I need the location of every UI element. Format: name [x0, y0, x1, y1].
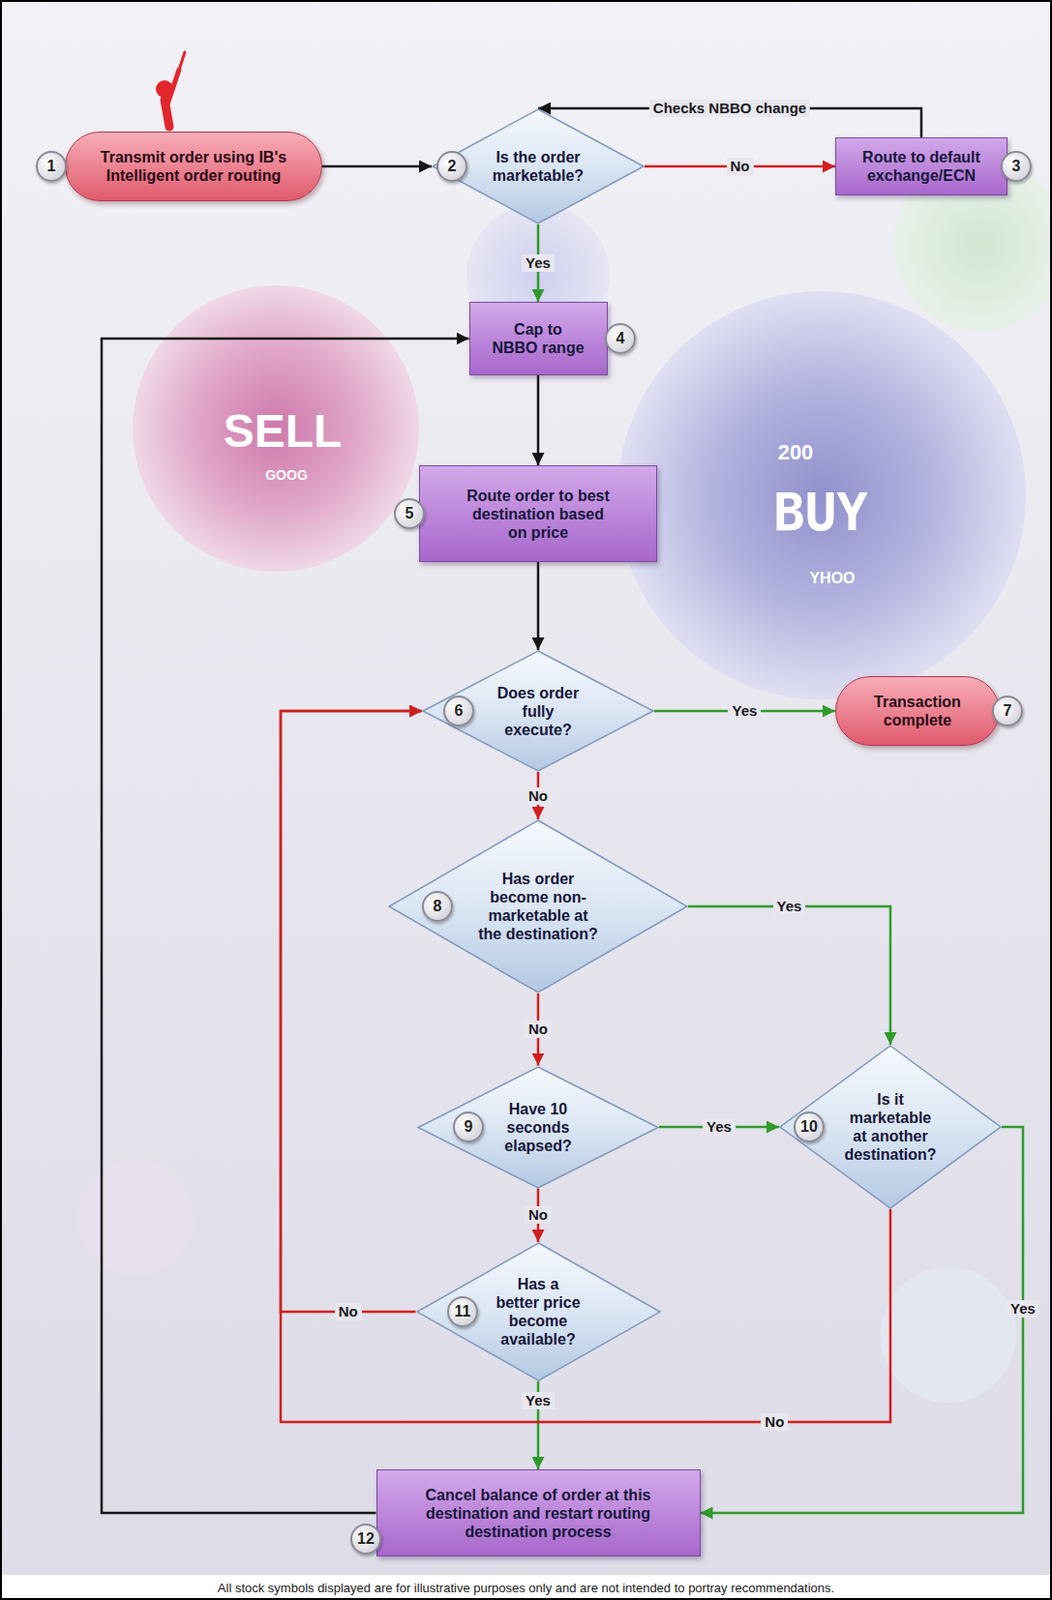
edge-label: Yes	[773, 898, 807, 916]
node-text: Route to default exchange/ECN	[848, 148, 994, 185]
edge-label: Yes	[521, 254, 555, 272]
watermark-text: BUY	[773, 483, 869, 542]
diamond-shape	[432, 109, 644, 224]
edge-label: No	[524, 787, 552, 806]
light-spot	[880, 1267, 1017, 1404]
flow-arrow	[101, 338, 470, 1514]
edge-label: Yes	[1006, 1300, 1040, 1319]
callout-number: 4	[604, 323, 636, 355]
diamond-shape	[389, 820, 688, 993]
diamond-shape	[422, 651, 654, 772]
light-spot	[77, 1161, 194, 1278]
callout-number: 11	[447, 1296, 479, 1328]
edge-label: Yes	[727, 702, 761, 721]
watermark-text: YHOO	[809, 570, 855, 588]
caption: All stock symbols displayed are for illu…	[0, 1581, 1052, 1596]
bubble	[617, 291, 1026, 700]
watermark-text: SELL	[223, 406, 343, 458]
callout-number: 7	[991, 695, 1023, 727]
bubble	[132, 285, 420, 572]
callout-number: 12	[350, 1524, 382, 1556]
callout-number: 8	[421, 891, 453, 923]
icon-hand	[179, 52, 185, 70]
trader-icon	[155, 52, 185, 127]
node-text: Route order to best destination based on…	[463, 486, 614, 542]
node-text: Does order fully execute?	[492, 684, 585, 740]
edge-label: Checks NBBO change	[649, 99, 811, 118]
edge-label: No	[760, 1413, 788, 1432]
edge-label: No	[334, 1303, 362, 1322]
callout-number: 3	[1000, 150, 1032, 182]
callout-number: 2	[436, 150, 468, 182]
edge-label: No	[524, 1206, 552, 1225]
process-box: Cancel balance of order at this destinat…	[376, 1470, 701, 1558]
node-text: Have 10 seconds elapsed?	[499, 1100, 577, 1156]
callout-number: 10	[793, 1112, 825, 1143]
callout-number: 6	[443, 695, 475, 727]
node-text: Is the order marketable?	[487, 148, 590, 185]
callout-number: 1	[35, 150, 67, 182]
diamond-shape	[417, 1243, 661, 1382]
flow-arrow	[537, 562, 541, 651]
process-box: Route order to best destination based on…	[419, 465, 658, 563]
diamond-shape	[418, 1067, 659, 1189]
node-text: Cancel balance of order at this destinat…	[412, 1486, 664, 1542]
flow-arrow	[537, 375, 541, 466]
callout-number: 9	[452, 1112, 484, 1143]
flow-arrow	[322, 165, 432, 169]
flow-arrow	[280, 711, 422, 1313]
flow-arrow	[688, 906, 891, 1046]
node-text: Has a better price become available?	[494, 1275, 582, 1350]
node-text: Transmit order using IB's Intelligent or…	[89, 148, 298, 185]
diamond-shape	[780, 1046, 1001, 1209]
icon-arm	[167, 69, 180, 105]
terminal-pill: Transmit order using IB's Intelligent or…	[64, 131, 322, 202]
node-text: Transaction complete	[859, 692, 976, 730]
edge-label: No	[726, 157, 754, 176]
edge-label: Yes	[521, 1392, 555, 1411]
flow-arrow	[280, 711, 891, 1423]
connectors	[101, 108, 1023, 1514]
watermark-text: 200	[778, 441, 814, 465]
process-box: Cap to NBBO range	[469, 301, 608, 376]
terminal-pill: Transaction complete	[835, 676, 1000, 747]
edge-label: No	[524, 1021, 552, 1039]
node-text: Cap to NBBO range	[490, 320, 586, 358]
node-text: Is it marketable at another destination?	[841, 1090, 939, 1165]
callout-number: 5	[393, 498, 425, 530]
edge-label: Yes	[702, 1118, 736, 1137]
process-box: Route to default exchange/ECN	[835, 137, 1008, 196]
watermark-text: GOOG	[265, 468, 308, 483]
node-text: Has order become non-marketable at the d…	[475, 870, 602, 944]
